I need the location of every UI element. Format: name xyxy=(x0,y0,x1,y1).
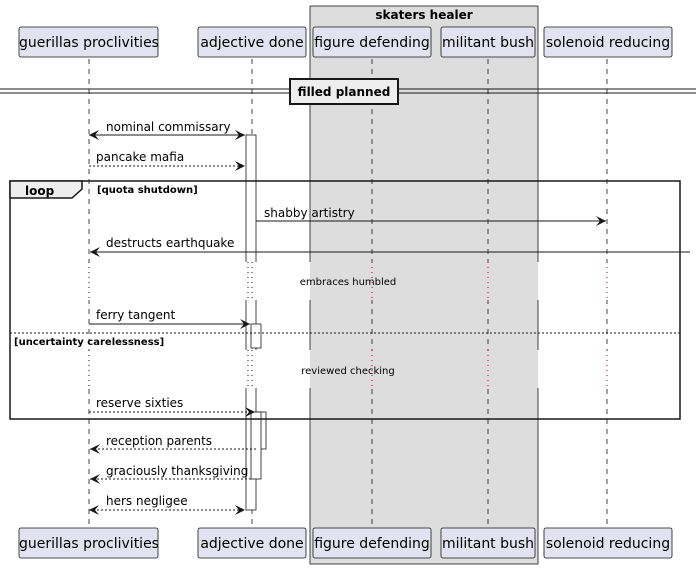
participant-box xyxy=(18,26,159,58)
participant-box xyxy=(18,527,159,559)
participant-label: guerillas proclivities xyxy=(19,536,159,552)
message-label: hers negligee xyxy=(106,494,188,508)
participant-label: solenoid reducing xyxy=(546,35,670,51)
participant-label: guerillas proclivities xyxy=(19,35,159,51)
message-label: reserve sixties xyxy=(96,396,183,410)
message-label: nominal commissary xyxy=(106,120,231,134)
message-label: ferry tangent xyxy=(96,308,175,322)
message-label: graciously thanksgiving xyxy=(106,464,248,478)
participant-label: solenoid reducing xyxy=(546,536,670,552)
delay-gaps xyxy=(80,262,680,388)
participant-box xyxy=(543,26,673,58)
participant-box xyxy=(440,26,536,58)
participant-box xyxy=(312,26,432,58)
participant-label: figure defending xyxy=(314,536,430,552)
message-label: shabby artistry xyxy=(264,206,355,220)
participant-box xyxy=(197,26,307,58)
message-label: reception parents xyxy=(106,434,212,448)
participants-bottom: guerillas proclivities adjective done fi… xyxy=(18,527,673,559)
participant-box xyxy=(440,527,536,559)
participant-box xyxy=(312,527,432,559)
divider-label: filled planned xyxy=(298,85,391,99)
divider: filled planned xyxy=(0,78,696,105)
activation-bars xyxy=(245,134,267,511)
participant-label: militant bush xyxy=(442,536,534,552)
participant-label: adjective done xyxy=(200,35,303,51)
activation-bar xyxy=(250,323,262,349)
participant-label: figure defending xyxy=(314,35,430,51)
fragment-keyword: loop xyxy=(25,184,55,198)
participants-top: guerillas proclivities adjective done fi… xyxy=(18,26,673,58)
delay-label: embraces humbled xyxy=(300,277,397,288)
loop-fragment: loop [quota shutdown] [uncertainty carel… xyxy=(9,180,681,420)
message-labels: nominal commissary pancake mafia shabby … xyxy=(96,120,355,508)
message-label: destructs earthquake xyxy=(106,236,234,250)
participant-group-title: skaters healer xyxy=(375,8,472,22)
participant-box xyxy=(197,527,307,559)
activation-bar xyxy=(250,411,262,480)
fragment-guard: [quota shutdown] xyxy=(97,185,198,196)
participant-label: adjective done xyxy=(200,536,303,552)
delay-label: reviewed checking xyxy=(301,366,395,377)
message-label: pancake mafia xyxy=(96,150,184,164)
fragment-else-guard: [uncertainty carelessness] xyxy=(14,337,164,348)
participant-box xyxy=(543,527,673,559)
participant-label: militant bush xyxy=(442,35,534,51)
messages xyxy=(89,130,690,515)
